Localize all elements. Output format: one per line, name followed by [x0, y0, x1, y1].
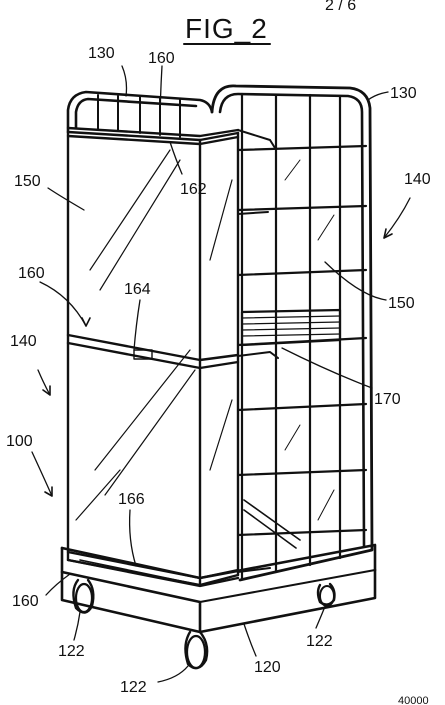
buckle-icon [133, 349, 153, 360]
shelf [240, 308, 342, 347]
mesh-side-panel [210, 84, 374, 582]
label-120: 120 [254, 659, 281, 676]
label-150-right: 150 [388, 295, 415, 312]
label-130-top-left: 130 [88, 45, 115, 62]
label-130-top-right: 130 [390, 85, 417, 102]
label-140-right: 140 [404, 171, 431, 188]
strap-middle [66, 333, 240, 370]
label-122-front-right: 122 [120, 679, 147, 696]
corner-text: 2 / 6 [325, 0, 356, 14]
strap-clips [237, 129, 279, 573]
label-150-left: 150 [14, 173, 41, 190]
label-122-front-left: 122 [58, 643, 85, 660]
strap-top [66, 126, 240, 146]
label-140-left: 140 [10, 333, 37, 350]
label-164: 164 [124, 281, 151, 298]
leader-lines [31, 65, 411, 683]
figure-title: FIG_2 [185, 13, 268, 44]
caster-wheel-front-left [72, 578, 95, 614]
label-160-bottom: 160 [12, 593, 39, 610]
label-100: 100 [6, 433, 33, 450]
label-166: 166 [118, 491, 145, 508]
label-170: 170 [374, 391, 401, 408]
bottom-code: 40000 [398, 695, 429, 705]
base-platform [60, 543, 377, 634]
reference-labels: 130 160 130 150 162 140 160 164 150 140 … [6, 45, 431, 705]
caster-wheel-front-right [184, 630, 209, 670]
caster-wheel-rear-right [316, 582, 336, 607]
label-162: 162 [180, 181, 207, 198]
label-160-top: 160 [148, 50, 175, 67]
label-122-rear-right: 122 [306, 633, 333, 650]
label-160-middle: 160 [18, 265, 45, 282]
